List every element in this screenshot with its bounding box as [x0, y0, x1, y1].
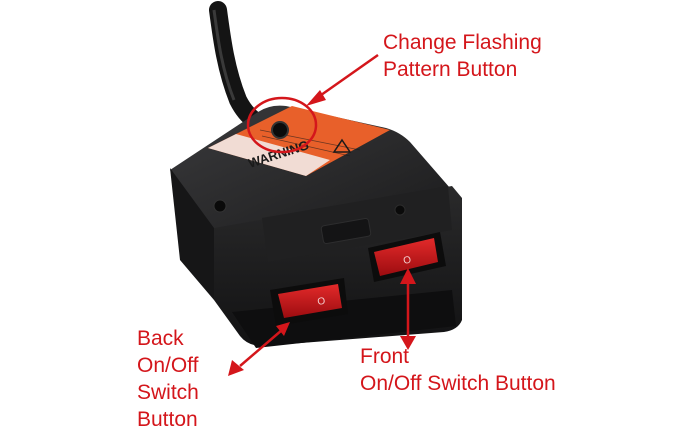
annotation-arrows [228, 53, 416, 376]
pattern-button-highlight-circle [246, 96, 318, 154]
back-switch-line1: Back [137, 327, 184, 350]
housing-body [170, 168, 214, 300]
front-switch-line1: Front [360, 345, 410, 368]
change-flashing-line1: Change Flashing [383, 31, 542, 54]
back-switch[interactable]: O [270, 278, 348, 326]
pattern-button [271, 121, 289, 139]
change-flashing-label: Change Flashing Pattern Button [383, 29, 542, 83]
back-switch-label: Back On/Off Switch Button [137, 325, 199, 433]
front-switch-line2: On/Off Switch Button [360, 372, 556, 395]
front-switch-mark: O [402, 255, 412, 267]
back-switch-mark: O [317, 296, 327, 308]
warning-label: WARNING [208, 106, 390, 176]
change-flashing-line2: Pattern Button [383, 58, 518, 81]
back-switch-line2: On/Off [137, 354, 199, 377]
center-badge [320, 217, 372, 245]
back-switch-line4: Button [137, 408, 198, 431]
front-switch[interactable]: O [368, 232, 446, 282]
front-switch-label: Front On/Off Switch Button [360, 343, 556, 397]
back-switch-line3: Switch [137, 381, 199, 404]
